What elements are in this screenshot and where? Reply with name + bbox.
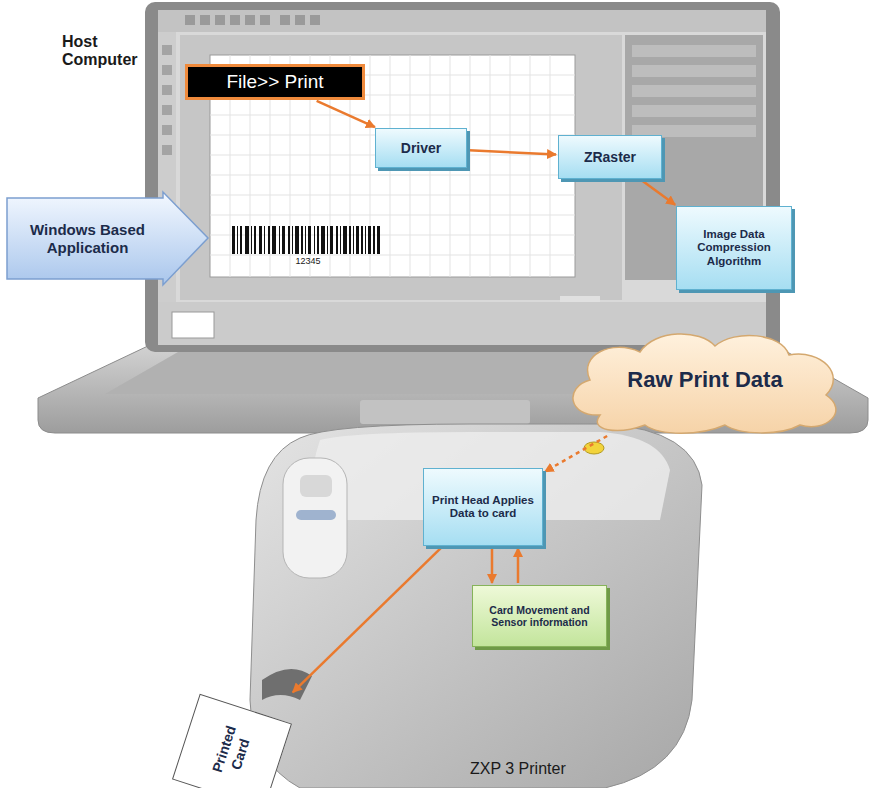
- connector-arrow: [491, 548, 494, 583]
- info-box: Card Movement and Sensor information: [472, 585, 607, 647]
- node-text: File>> Print: [226, 71, 323, 93]
- connector-arrow: [317, 101, 375, 127]
- card-printer: [250, 424, 702, 788]
- node-text: Driver: [401, 140, 441, 156]
- connector-arrow: [642, 180, 676, 205]
- data-cloud: Raw Print Data: [560, 325, 850, 435]
- barcode-number: 12345: [283, 256, 333, 266]
- process-box: Print Head Applies Data to card: [423, 468, 543, 546]
- section-label: Host Computer: [62, 33, 157, 70]
- connector-arrow: [545, 436, 607, 472]
- process-box: Image Data Compression Algorithm: [676, 206, 792, 290]
- node-text: Raw Print Data: [627, 367, 782, 392]
- barcode: [232, 226, 380, 254]
- connector-arrow: [469, 150, 556, 154]
- device-label: ZXP 3 Printer: [470, 760, 600, 778]
- connector-arrow: [293, 547, 442, 692]
- block-arrow: Windows Based Application: [5, 190, 210, 287]
- connector-arrow: [517, 548, 520, 583]
- node-text: Card Movement and Sensor information: [479, 604, 600, 628]
- process-box: ZRaster: [558, 135, 662, 179]
- process-box: Driver: [375, 128, 467, 168]
- menu-command: File>> Print: [185, 64, 365, 100]
- printed-card: Printed Card: [172, 694, 292, 788]
- node-text: Image Data Compression Algorithm: [683, 228, 785, 268]
- node-text: Windows Based Application: [13, 221, 162, 256]
- node-text: ZRaster: [584, 149, 636, 165]
- node-text: Printed Card: [204, 708, 259, 788]
- node-text: Print Head Applies Data to card: [430, 494, 536, 520]
